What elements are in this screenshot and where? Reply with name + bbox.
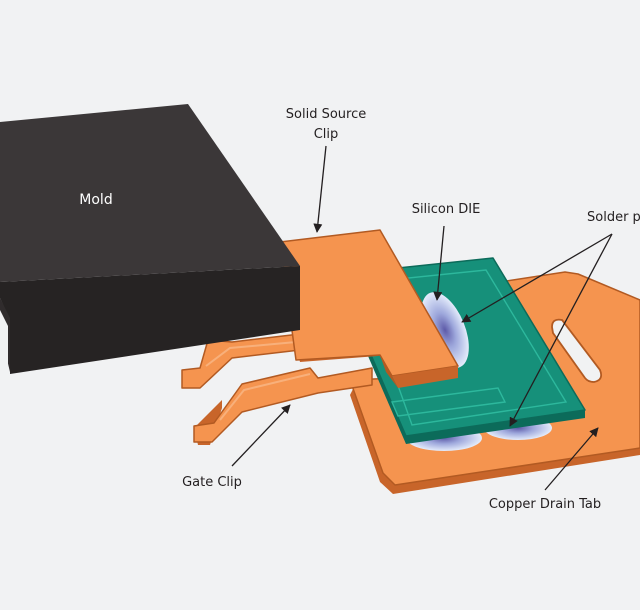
- gate-clip: [193, 367, 373, 445]
- labels: Mold Solid Source Clip Silicon DIE Solde…: [79, 107, 640, 512]
- gate-clip-top: [193, 367, 373, 443]
- mold-block: [0, 104, 300, 374]
- drain-tab-slot: [551, 318, 603, 383]
- arrow-solder-top: [461, 233, 613, 323]
- die-thickness-front: [406, 410, 585, 444]
- die-thickness: [368, 348, 406, 444]
- leader-arrows: [231, 145, 613, 491]
- solid-source-clip: [181, 229, 459, 389]
- arrow-gate-clip: [231, 404, 291, 467]
- drain-tab-thickness: [350, 385, 640, 494]
- arrow-source-clip: [313, 145, 327, 233]
- mold-notch: [0, 310, 8, 368]
- label-source-clip-line1: Solid Source: [286, 107, 366, 122]
- arrow-drain-tab: [544, 427, 599, 491]
- die-gate-pad: [390, 387, 507, 417]
- source-clip-side: [380, 355, 398, 388]
- label-mold: Mold: [79, 192, 112, 208]
- mold-top: [0, 104, 300, 282]
- label-copper-drain-tab: Copper Drain Tab: [489, 497, 601, 512]
- mold-front: [0, 266, 300, 374]
- label-gate-clip: Gate Clip: [182, 475, 242, 490]
- label-solder-paste: Solder p: [587, 210, 640, 225]
- label-source-clip-line2: Clip: [314, 127, 339, 142]
- gate-clip-highlight: [219, 373, 311, 421]
- source-clip-front: [392, 366, 458, 388]
- arrow-solder-bottom: [509, 233, 613, 427]
- source-clip-lead-highlight: [205, 341, 297, 367]
- arrow-silicon-die: [433, 225, 445, 301]
- label-silicon-die: Silicon DIE: [412, 202, 481, 217]
